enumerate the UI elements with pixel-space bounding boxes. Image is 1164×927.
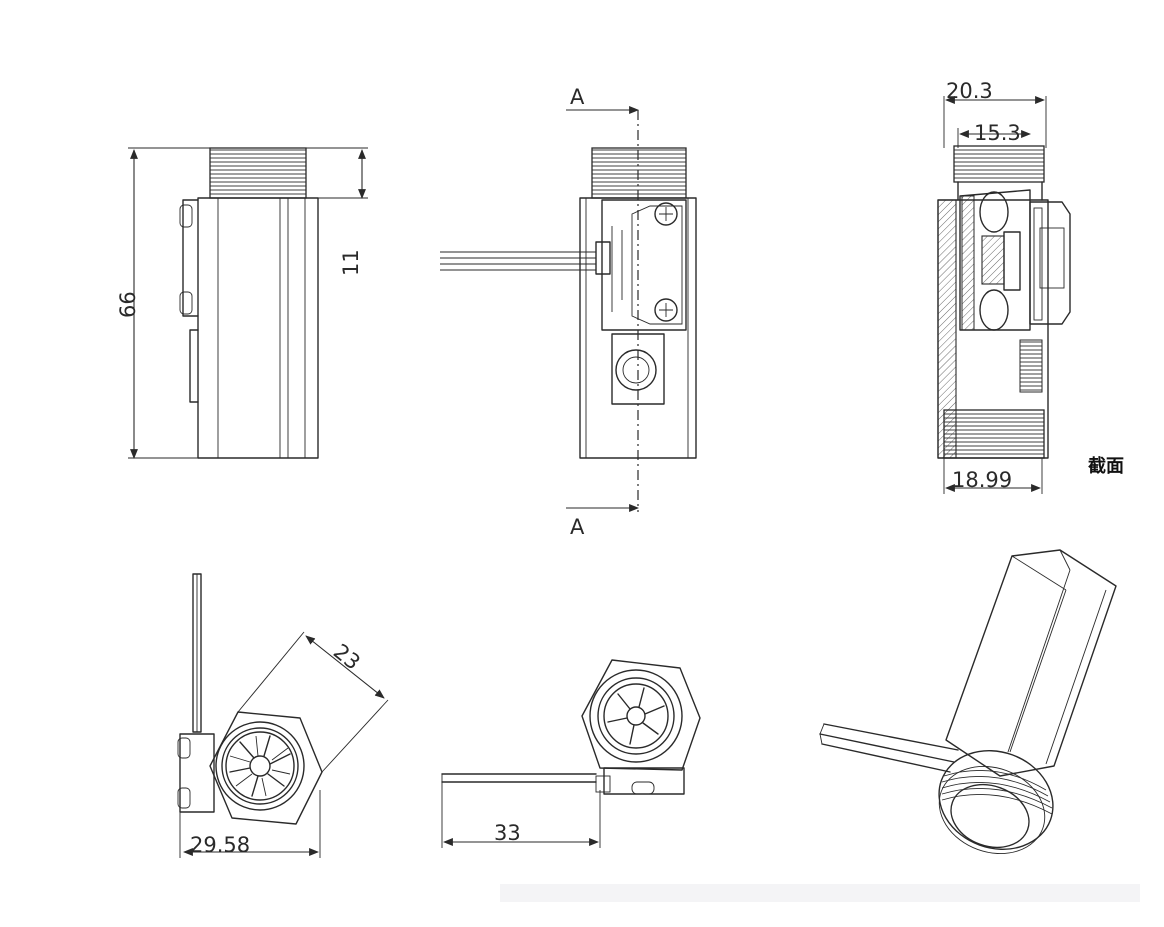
iso-body xyxy=(945,549,1117,777)
dim-18-99: 18.99 xyxy=(952,468,1012,492)
section-label: 截面 xyxy=(1088,455,1124,477)
end-view-left: 29.58 23 xyxy=(177,573,389,858)
dim-66: 66 xyxy=(116,291,140,318)
dim-33: 33 xyxy=(494,821,521,845)
screw-top xyxy=(654,202,678,226)
impeller xyxy=(229,735,291,797)
front-elevation-view: A A xyxy=(440,85,697,539)
iso-cable xyxy=(819,723,959,773)
dim-20-3: 20.3 xyxy=(946,79,993,103)
dim-23: 23 xyxy=(329,639,365,674)
sensor-housing xyxy=(601,199,687,331)
thread-top-front xyxy=(591,147,687,199)
dim-11: 11 xyxy=(339,249,363,276)
boss xyxy=(611,333,665,405)
iso-thread xyxy=(941,770,1053,815)
scan-shadow xyxy=(500,884,1140,902)
section-view: 20.3 15.3 18.99 截面 xyxy=(937,79,1124,494)
body-outline xyxy=(197,197,319,459)
cable-horizontal xyxy=(441,773,597,783)
isometric-view xyxy=(819,549,1117,855)
dim-29-58: 29.58 xyxy=(190,833,250,857)
dim-15-3: 15.3 xyxy=(974,121,1021,145)
screw-bottom xyxy=(654,298,678,322)
section-mark-bottom: A xyxy=(570,515,585,539)
hex-body xyxy=(209,711,323,825)
pentagon-body xyxy=(581,659,701,771)
impeller-middle xyxy=(607,687,665,745)
thread-top xyxy=(209,147,307,199)
mounting-tab xyxy=(182,199,199,403)
end-view-middle: 33 xyxy=(441,659,701,848)
cable-wires xyxy=(440,251,596,271)
section-mark-top: A xyxy=(570,85,585,109)
cable-vertical xyxy=(192,573,202,733)
left-elevation-view: 66 11 xyxy=(116,147,368,459)
